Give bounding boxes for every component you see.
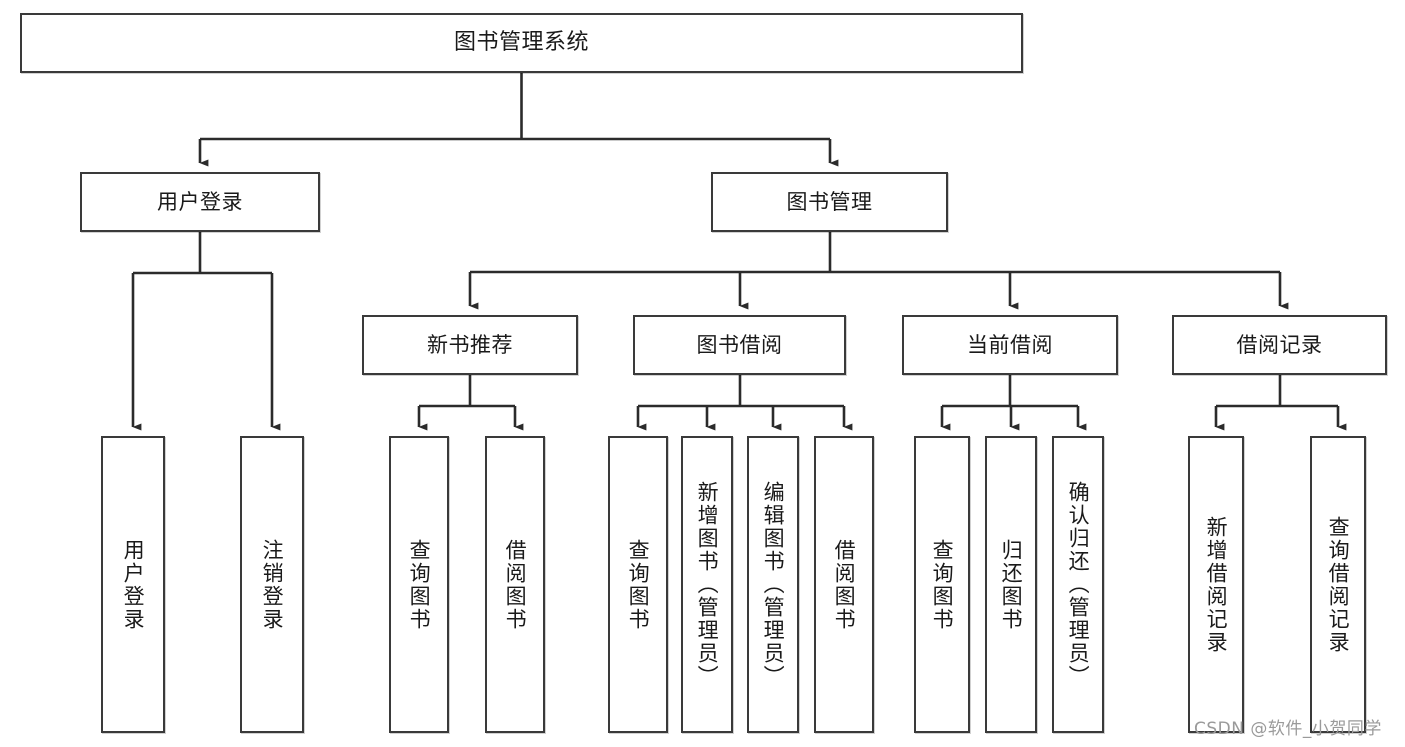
node-leaf-add-book[interactable]: 新增图书（管理员）	[681, 436, 733, 733]
node-leaf-logout-label: 注销登录	[260, 538, 285, 631]
node-book-manage-label: 图书管理	[786, 189, 873, 214]
node-root-label: 图书管理系统	[453, 30, 589, 56]
node-leaf-add-record[interactable]: 新增借阅记录	[1188, 436, 1244, 733]
node-leaf-query-book-3-label: 查询图书	[930, 538, 955, 631]
node-current-borrow[interactable]: 当前借阅	[902, 315, 1118, 375]
node-leaf-query-book-1[interactable]: 查询图书	[389, 436, 449, 733]
node-leaf-confirm-return[interactable]: 确认归还（管理员）	[1052, 436, 1104, 733]
node-leaf-logout[interactable]: 注销登录	[240, 436, 304, 733]
node-book-manage[interactable]: 图书管理	[711, 172, 948, 232]
node-leaf-query-book-2[interactable]: 查询图书	[608, 436, 668, 733]
node-leaf-query-record-label: 查询借阅记录	[1326, 515, 1351, 654]
node-borrow-record-label: 借阅记录	[1236, 332, 1323, 357]
node-leaf-user-login[interactable]: 用户登录	[101, 436, 165, 733]
node-leaf-add-record-label: 新增借阅记录	[1204, 515, 1229, 654]
node-leaf-borrow-book-2-label: 借阅图书	[832, 538, 857, 631]
node-leaf-user-login-label: 用户登录	[121, 538, 146, 631]
node-new-book-recommend-label: 新书推荐	[427, 332, 513, 357]
node-leaf-borrow-book-1-label: 借阅图书	[503, 538, 528, 631]
node-leaf-query-book-3[interactable]: 查询图书	[914, 436, 970, 733]
node-user-login-label: 用户登录	[157, 189, 243, 214]
node-leaf-return-book-label: 归还图书	[999, 538, 1024, 631]
node-leaf-edit-book-label: 编辑图书（管理员）	[761, 481, 786, 688]
node-leaf-add-book-label: 新增图书（管理员）	[695, 481, 720, 688]
node-root[interactable]: 图书管理系统	[20, 13, 1023, 73]
node-borrow-record[interactable]: 借阅记录	[1172, 315, 1387, 375]
node-leaf-query-book-2-label: 查询图书	[626, 538, 651, 631]
node-leaf-borrow-book-2[interactable]: 借阅图书	[814, 436, 874, 733]
node-leaf-edit-book[interactable]: 编辑图书（管理员）	[747, 436, 799, 733]
node-leaf-query-record[interactable]: 查询借阅记录	[1310, 436, 1366, 733]
node-user-login[interactable]: 用户登录	[80, 172, 320, 232]
node-leaf-return-book[interactable]: 归还图书	[985, 436, 1037, 733]
node-leaf-query-book-1-label: 查询图书	[407, 538, 432, 631]
node-book-borrow-label: 图书借阅	[696, 332, 783, 357]
node-leaf-borrow-book-1[interactable]: 借阅图书	[485, 436, 545, 733]
node-leaf-confirm-return-label: 确认归还（管理员）	[1066, 481, 1091, 688]
node-book-borrow[interactable]: 图书借阅	[633, 315, 846, 375]
node-current-borrow-label: 当前借阅	[967, 332, 1053, 357]
node-new-book-recommend[interactable]: 新书推荐	[362, 315, 578, 375]
csdn-watermark: CSDN @软件_小贺同学	[1194, 719, 1382, 739]
